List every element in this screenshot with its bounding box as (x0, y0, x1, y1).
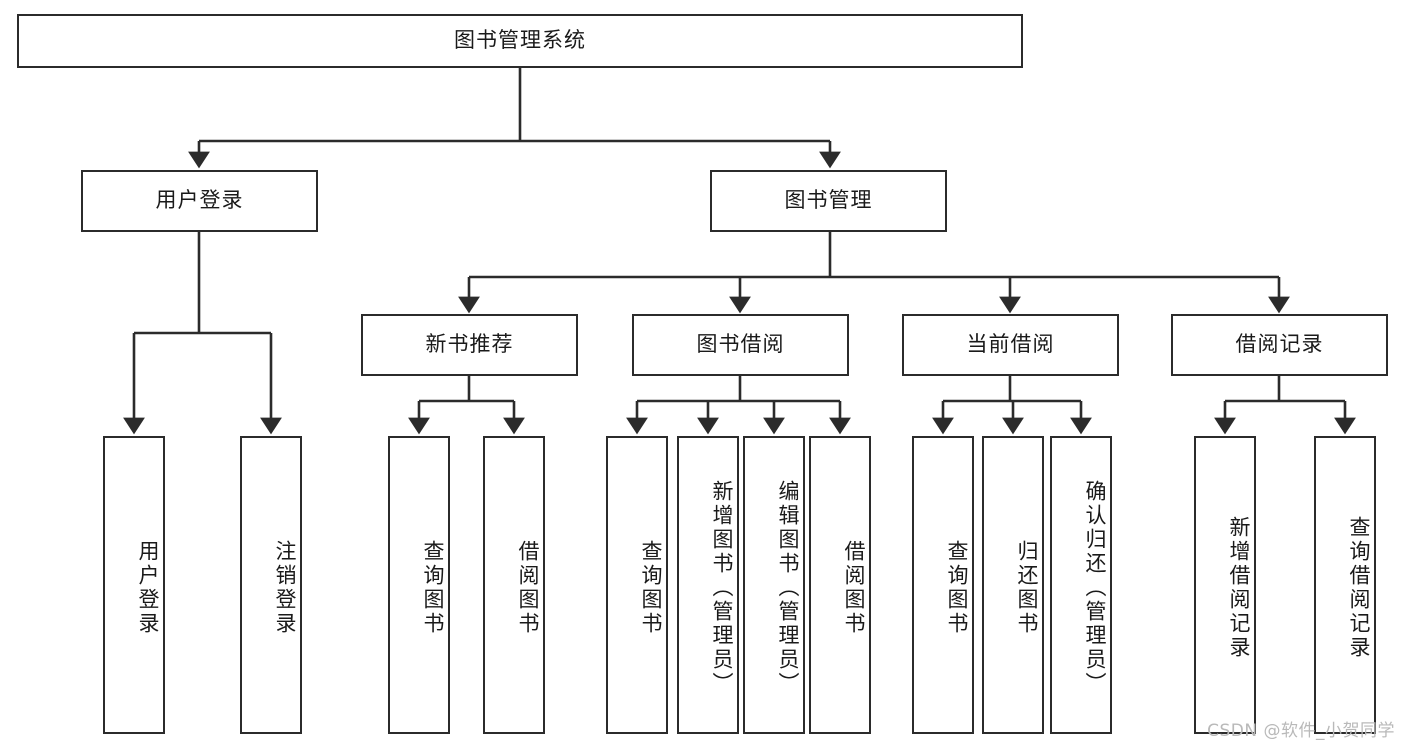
node-user-login-label: 用户登录 (155, 188, 244, 213)
node-leaf-query-book-borrow-label: 查询图书 (639, 540, 663, 636)
node-leaf-user-login-label: 用户登录 (136, 540, 160, 636)
node-leaf-borrow-book-rec-label: 借阅图书 (516, 540, 540, 636)
node-leaf-add-borrow-record[interactable]: 新增借阅记录 (1194, 436, 1256, 734)
node-leaf-user-login[interactable]: 用户登录 (103, 436, 165, 734)
node-leaf-add-book[interactable]: 新增图书（管理员） (677, 436, 739, 734)
node-borrow-record[interactable]: 借阅记录 (1171, 314, 1388, 376)
node-leaf-confirm-return[interactable]: 确认归还（管理员） (1050, 436, 1112, 734)
node-current-borrow-label: 当前借阅 (966, 332, 1055, 357)
watermark-text: CSDN @软件_小贺同学 (1207, 721, 1395, 741)
node-leaf-logout-label: 注销登录 (273, 540, 297, 636)
node-leaf-query-book-rec-label: 查询图书 (421, 540, 445, 636)
node-leaf-query-book-rec[interactable]: 查询图书 (388, 436, 450, 734)
node-root[interactable]: 图书管理系统 (17, 14, 1023, 68)
node-user-login[interactable]: 用户登录 (81, 170, 318, 232)
node-leaf-query-book-current[interactable]: 查询图书 (912, 436, 974, 734)
node-leaf-query-borrow-record-label: 查询借阅记录 (1347, 516, 1371, 660)
node-borrow-record-label: 借阅记录 (1235, 332, 1324, 357)
node-leaf-query-book-borrow[interactable]: 查询图书 (606, 436, 668, 734)
node-book-manage-label: 图书管理 (784, 188, 873, 213)
node-leaf-edit-book[interactable]: 编辑图书（管理员） (743, 436, 805, 734)
node-book-borrow[interactable]: 图书借阅 (632, 314, 849, 376)
node-leaf-borrow-book[interactable]: 借阅图书 (809, 436, 871, 734)
node-current-borrow[interactable]: 当前借阅 (902, 314, 1119, 376)
node-leaf-borrow-book-label: 借阅图书 (842, 540, 866, 636)
node-new-book-rec-label: 新书推荐 (425, 332, 514, 357)
node-leaf-query-book-current-label: 查询图书 (945, 540, 969, 636)
node-new-book-rec[interactable]: 新书推荐 (361, 314, 578, 376)
node-leaf-query-borrow-record[interactable]: 查询借阅记录 (1314, 436, 1376, 734)
node-leaf-edit-book-label: 编辑图书（管理员） (776, 480, 800, 696)
node-book-manage[interactable]: 图书管理 (710, 170, 947, 232)
node-leaf-add-book-label: 新增图书（管理员） (710, 480, 734, 696)
node-leaf-confirm-return-label: 确认归还（管理员） (1083, 480, 1107, 696)
node-book-borrow-label: 图书借阅 (696, 332, 785, 357)
node-leaf-logout[interactable]: 注销登录 (240, 436, 302, 734)
node-leaf-return-book[interactable]: 归还图书 (982, 436, 1044, 734)
node-leaf-add-borrow-record-label: 新增借阅记录 (1227, 516, 1251, 660)
node-leaf-return-book-label: 归还图书 (1015, 540, 1039, 636)
node-root-label: 图书管理系统 (454, 28, 586, 53)
node-leaf-borrow-book-rec[interactable]: 借阅图书 (483, 436, 545, 734)
